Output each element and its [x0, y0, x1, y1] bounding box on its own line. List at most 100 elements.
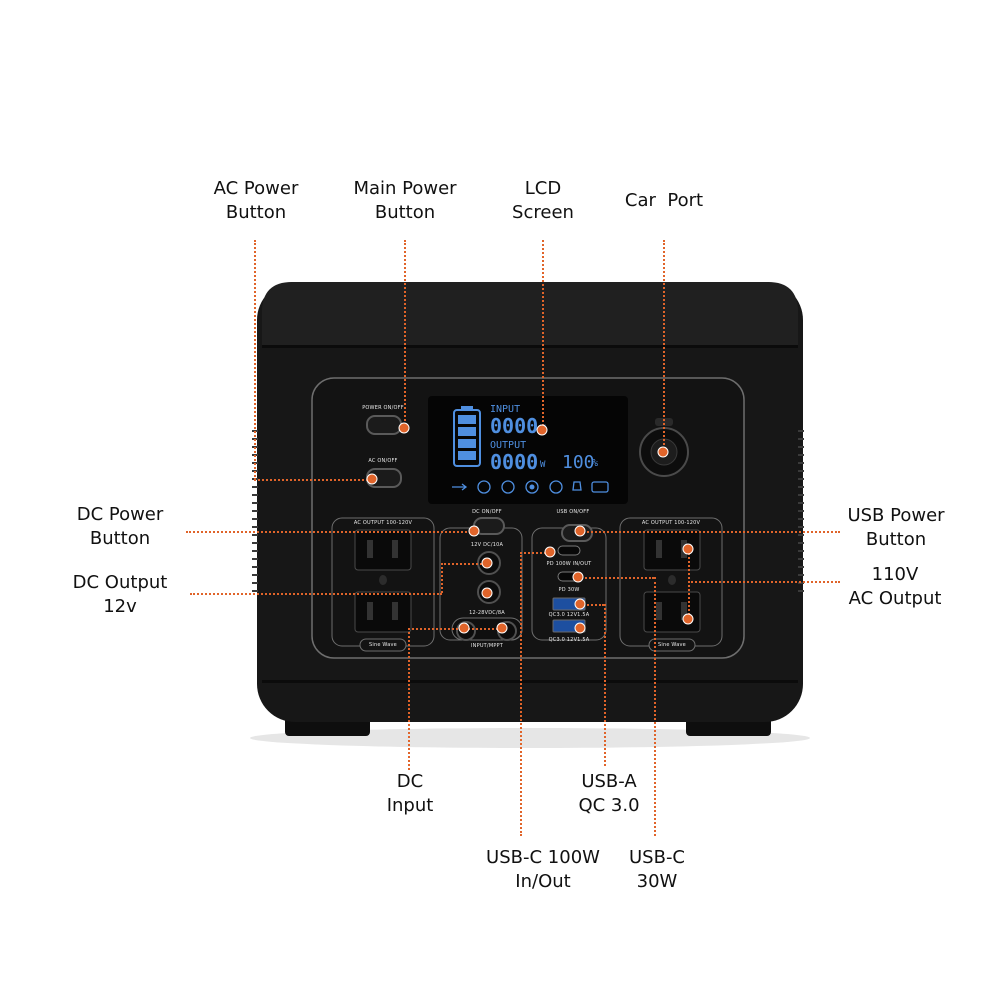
label-usb-c-100w-line2: In/Out — [515, 871, 571, 892]
label-main-power-line1: Main Power — [353, 178, 457, 199]
dc-out-spec-label: 12V DC/10A — [470, 542, 504, 548]
label-dc-input-line2: Input — [386, 795, 434, 816]
lcd-status-icons — [452, 480, 609, 494]
marker-ac-power — [367, 474, 377, 484]
label-usb-a: USB-A QC 3.0 — [578, 770, 639, 818]
sine-wave-label-right: Sine Wave — [658, 642, 686, 648]
lcd-output-unit: W — [540, 460, 546, 470]
leader-ac-power-h — [254, 479, 372, 481]
leader-usb-c-30w-h — [578, 577, 654, 579]
label-dc-power-line2: Button — [89, 528, 151, 549]
dc-icon — [501, 480, 515, 494]
ac-onoff-label: AC ON/OFF — [368, 458, 398, 464]
pd-100w-label: PD 100W IN/OUT — [546, 561, 592, 567]
dc-in-range-label: 12-28VDC/8A — [469, 610, 505, 616]
dc-power-button[interactable] — [473, 517, 505, 535]
input-mppt-label: INPUT/MPPT — [470, 643, 504, 649]
label-lcd-line1: LCD — [524, 178, 562, 199]
solar-icon — [549, 480, 563, 494]
leader-dc-output-h2 — [441, 563, 486, 565]
label-car-port: Car Port — [625, 189, 703, 213]
leader-usb-a-h — [580, 604, 604, 606]
label-ac-power-line1: AC Power — [213, 178, 299, 199]
leader-ac-output — [688, 581, 840, 583]
label-usb-a-line1: USB-A — [581, 771, 637, 792]
lcd-input-value: 0000 — [490, 414, 539, 438]
marker-dc-input-1 — [459, 623, 469, 633]
leader-dc-power — [186, 531, 474, 533]
marker-usb-power — [575, 526, 585, 536]
label-dc-output-line2: 12v — [103, 596, 137, 617]
lcd-screen: INPUT 0000 W OUTPUT 0000 W 100 % — [428, 396, 628, 504]
label-dc-output-line1: DC Output — [72, 572, 168, 593]
marker-dc-input-2 — [497, 623, 507, 633]
marker-ac-output-1 — [683, 544, 693, 554]
marker-ac-output-2 — [683, 614, 693, 624]
label-dc-power-line1: DC Power — [76, 504, 164, 525]
lcd-input-label: INPUT — [490, 404, 521, 415]
power-onoff-label: POWER ON/OFF — [362, 405, 404, 411]
marker-lcd — [537, 425, 547, 435]
battery-small-icon — [591, 481, 609, 493]
label-ac-output-line1: 110V — [871, 564, 919, 585]
label-usb-a-line2: QC 3.0 — [578, 795, 640, 816]
lcd-percent-sign: % — [592, 458, 599, 469]
leader-main-power — [404, 240, 406, 428]
label-usb-power-line2: Button — [865, 529, 927, 550]
label-usb-c-30w: USB-C 30W — [629, 846, 685, 894]
label-dc-input: DC Input — [387, 770, 434, 818]
battery-icon — [453, 406, 481, 467]
leader-usb-a — [604, 604, 606, 766]
leader-usb-c-100w-h — [520, 552, 550, 554]
pd-30w-label: PD 30W — [558, 587, 580, 593]
lcd-output-value: 0000 — [490, 450, 539, 474]
main-power-button[interactable] — [366, 415, 402, 435]
label-dc-power-button: DC Power Button — [77, 503, 164, 551]
leader-car-port — [663, 240, 665, 452]
label-lcd-screen: LCD Screen — [512, 177, 574, 225]
label-usb-power-button: USB Power Button — [847, 504, 944, 552]
label-ac-output: 110V AC Output — [849, 563, 942, 611]
leader-usb-c-30w — [654, 577, 656, 836]
leader-ac-output-v — [688, 549, 690, 619]
marker-dc-output-1 — [482, 558, 492, 568]
label-usb-c-100w: USB-C 100W In/Out — [486, 846, 600, 894]
leader-dc-output-v — [441, 563, 443, 593]
leader-dc-input — [408, 628, 410, 770]
ac-output-label-right: AC OUTPUT 100-120V — [641, 520, 701, 526]
label-usb-c-30w-line1: USB-C — [628, 847, 686, 868]
marker-main-power — [399, 423, 409, 433]
lcd-output-label: OUTPUT — [490, 440, 527, 451]
marker-dc-output-2 — [482, 588, 492, 598]
label-ac-output-line2: AC Output — [848, 588, 942, 609]
ac-output-label-left: AC OUTPUT 100-120V — [353, 520, 413, 526]
ac-power-button[interactable] — [366, 468, 402, 488]
label-dc-input-line1: DC — [396, 771, 424, 792]
marker-dc-power — [469, 526, 479, 536]
label-dc-output: DC Output 12v — [73, 571, 168, 619]
label-ac-power-button: AC Power Button — [214, 177, 299, 225]
label-ac-power-line2: Button — [225, 202, 287, 223]
leader-dc-output — [190, 593, 442, 595]
car-icon — [525, 480, 539, 494]
light-icon — [572, 481, 582, 491]
leader-lcd — [542, 240, 544, 430]
lcd-battery-percent: 100 — [562, 452, 595, 473]
dc-onoff-label: DC ON/OFF — [472, 509, 502, 515]
label-main-power-line2: Button — [374, 202, 436, 223]
leader-ac-power — [254, 240, 256, 480]
label-usb-c-30w-line2: 30W — [636, 871, 678, 892]
ac-icon — [477, 480, 491, 494]
marker-usb-a-2 — [575, 623, 585, 633]
marker-usb-a-1 — [575, 599, 585, 609]
qc-label-1: QC3.0 12V1.5A — [548, 612, 590, 618]
qc-label-2: QC3.0 12V1.5A — [548, 637, 590, 643]
usb-onoff-label: USB ON/OFF — [556, 509, 590, 515]
label-usb-power-line1: USB Power — [847, 505, 945, 526]
sine-wave-label-left: Sine Wave — [369, 642, 397, 648]
leader-usb-c-100w — [520, 552, 522, 836]
label-lcd-line2: Screen — [512, 202, 574, 223]
marker-usb-c-30w — [573, 572, 583, 582]
usb-icon — [452, 483, 468, 491]
